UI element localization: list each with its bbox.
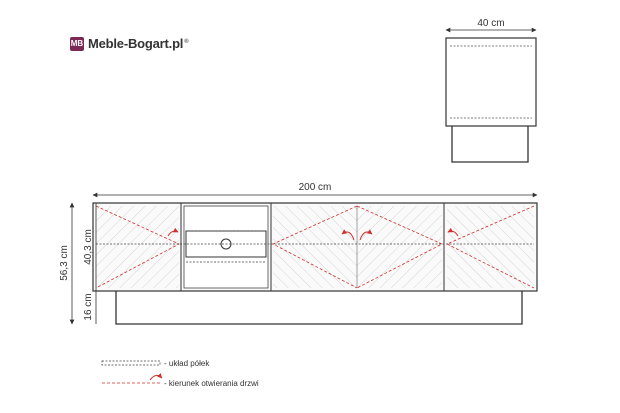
total-height-label: 56,3 cm <box>59 245 70 281</box>
leg-frame <box>115 291 523 325</box>
door-1-direction <box>95 205 180 289</box>
depth-label: 40 cm <box>477 18 504 29</box>
brand-mark-icon: MB <box>70 36 84 51</box>
leg-height-label: 16 cm <box>83 293 94 320</box>
brand-logo: MB Meble-Bogart.pl® <box>70 36 189 51</box>
door-3-texture <box>357 206 442 288</box>
door-2-arrow-icon <box>341 229 355 241</box>
body-height-label: 40,3 cm <box>83 229 94 265</box>
door-3-arrow-icon <box>359 229 373 241</box>
door-4-arrow-icon <box>447 227 459 237</box>
door-direction-lines <box>95 205 535 289</box>
side-leg-frame <box>451 126 529 163</box>
open-compartment <box>183 205 269 289</box>
door-2-direction-left <box>272 205 358 289</box>
legend-shelf-label: - układ półek <box>164 359 210 368</box>
door-2-texture <box>273 206 357 288</box>
door-4-texture <box>447 206 534 288</box>
side-view: 40 cm <box>445 18 537 163</box>
brand-name: Meble-Bogart.pl® <box>88 36 189 51</box>
side-body <box>445 37 537 127</box>
door-arrows <box>167 227 459 241</box>
door-1-texture <box>96 206 179 288</box>
door-1-arrow-icon <box>167 227 179 237</box>
door-4-direction <box>446 205 535 289</box>
legend: - układ półek - kierunek otwierania drzw… <box>101 359 259 388</box>
front-view: 200 cm <box>59 182 538 325</box>
legend-door-label: - kierunek otwierania drzwi <box>164 379 259 388</box>
legend-door-arrow-icon <box>149 373 163 381</box>
door-2-direction-right <box>356 205 443 289</box>
width-label: 200 cm <box>299 182 332 193</box>
legend-shelf-symbol <box>101 360 161 366</box>
drawer-knob-icon <box>220 238 232 250</box>
